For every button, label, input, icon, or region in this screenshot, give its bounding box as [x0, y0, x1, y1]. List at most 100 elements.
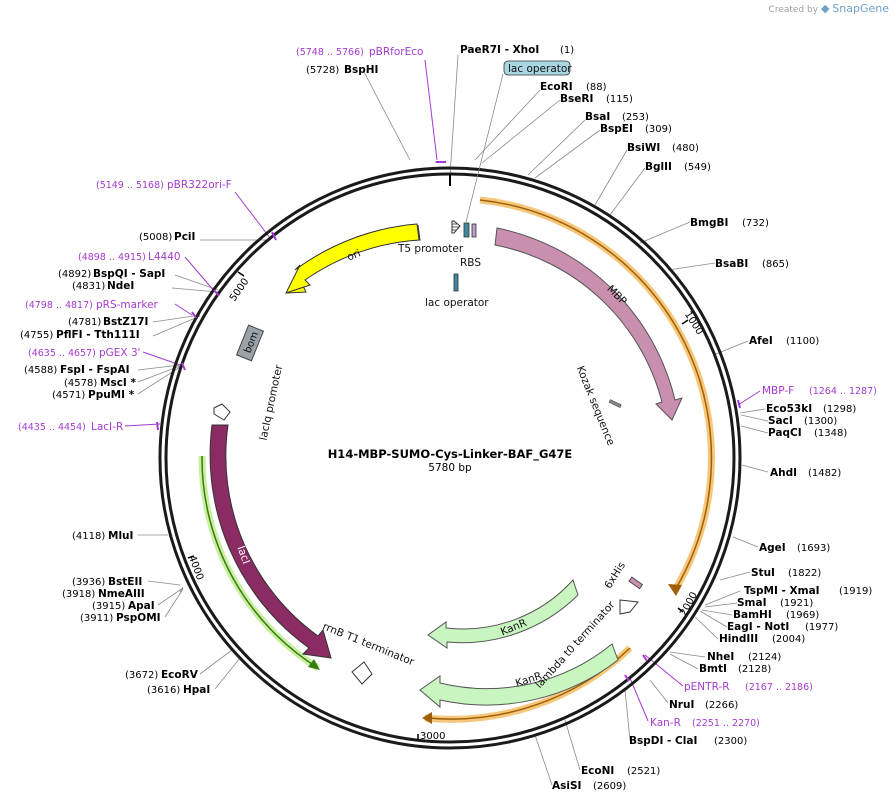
leader-lines [137, 54, 769, 786]
site-bmtI[interactable]: BmtI (2128) [699, 663, 771, 675]
svg-text:(1482): (1482) [808, 468, 841, 479]
site-sacI[interactable]: SacI(1300) [768, 415, 837, 427]
svg-text:EcoRV: EcoRV [161, 669, 199, 681]
site-bmgBI[interactable]: BmgBI(732) [690, 217, 769, 229]
site-pflFI[interactable]: (4755)PflFI - Tth111I [20, 329, 140, 341]
primers: (5748 .. 5766)pBRforEco (5149 .. 5168)pB… [18, 46, 877, 729]
site-apaI[interactable]: (3915)ApaI [92, 600, 155, 612]
svg-text:PflFI - Tth111I: PflFI - Tth111I [56, 329, 140, 341]
svg-text:(1693): (1693) [797, 543, 830, 554]
svg-text:(4118): (4118) [72, 531, 105, 542]
site-bsaBI[interactable]: BsaBI(865) [715, 258, 789, 270]
feature-kozak [608, 399, 622, 408]
site-bglII[interactable]: BglII(549) [645, 161, 711, 173]
svg-text:EcoNI: EcoNI [581, 765, 614, 777]
svg-text:HpaI: HpaI [183, 684, 210, 696]
primer-pbrforeco[interactable]: (5748 .. 5766)pBRforEco [296, 46, 423, 58]
site-bspEI[interactable]: BspEI(309) [600, 123, 672, 135]
svg-text:(4892): (4892) [58, 269, 91, 280]
site-ageI[interactable]: AgeI(1693) [759, 542, 830, 554]
orf-orange-arrowhead [422, 712, 432, 724]
svg-text:PspOMI: PspOMI [116, 612, 161, 624]
svg-text:(1348): (1348) [814, 428, 847, 439]
primer-pentr-r[interactable]: pENTR-R(2167 .. 2186) [684, 681, 813, 693]
svg-text:(309): (309) [645, 124, 672, 135]
site-ppuMI[interactable]: (4571)PpuMI * [52, 389, 135, 401]
site-xmaI[interactable]: TspMI - XmaI(1919) [744, 585, 872, 597]
site-ecoRI[interactable]: EcoRI(88) [540, 81, 607, 93]
primer-mbp-f[interactable]: MBP-F(1264 .. 1287) [762, 385, 877, 397]
site-bsiWI[interactable]: BsiWI(480) [627, 142, 699, 154]
site-fspI[interactable]: (4588)FspI - FspAI [24, 364, 130, 376]
site-ecoNI[interactable]: EcoNI(2521) [581, 765, 660, 777]
svg-text:(732): (732) [742, 218, 769, 229]
site-smaI[interactable]: SmaI (1921) [737, 597, 813, 609]
sites-right: PaeR7I - XhoI (1) EcoRI(88) BseRI(115) Bs… [460, 44, 872, 792]
site-bspHI[interactable]: (5728)BspHI [306, 64, 378, 76]
svg-text:SacI: SacI [768, 415, 793, 427]
site-ndeI[interactable]: (4831)NdeI [72, 280, 134, 292]
svg-text:(4571): (4571) [52, 390, 85, 401]
svg-text:(4898 .. 4915): (4898 .. 4915) [78, 252, 146, 263]
primer-l4440[interactable]: (4898 .. 4915)L4440 [78, 251, 181, 263]
site-bspQI[interactable]: (4892)BspQI - SapI [58, 268, 165, 280]
site-mscI[interactable]: (4578)MscI * [64, 377, 136, 389]
site-hindIII[interactable]: HindIII(2004) [719, 633, 805, 645]
site-afeI[interactable]: AfeI(1100) [749, 335, 819, 347]
svg-text:BglII: BglII [645, 161, 672, 173]
site-mluI[interactable]: (4118)MluI [72, 530, 133, 542]
site-paqCI[interactable]: PaqCI(1348) [768, 427, 847, 439]
svg-text:BsiWI: BsiWI [627, 142, 660, 154]
site-stuI[interactable]: StuI(1822) [751, 567, 821, 579]
feature-rbs-label: RBS [460, 257, 481, 269]
svg-text:SmaI: SmaI [737, 597, 767, 609]
svg-text:Eco53kI: Eco53kI [766, 403, 812, 415]
svg-text:(5008): (5008) [139, 232, 172, 243]
primer-kan-r[interactable]: Kan-R(2251 .. 2270) [650, 717, 760, 729]
site-claI[interactable]: BspDI - ClaI(2300) [629, 735, 747, 747]
primer-pbr322ori-f[interactable]: (5149 .. 5168)pBR322ori-F [96, 179, 232, 191]
svg-text:(2300): (2300) [714, 736, 747, 747]
site-hpaI[interactable]: (3616)HpaI [147, 684, 210, 696]
site-ahdI[interactable]: AhdI(1482) [770, 467, 841, 479]
site-bstZ17I[interactable]: (4781)BstZ17I [68, 316, 148, 328]
site-pciI[interactable]: (5008)PciI [139, 231, 195, 243]
site-asiSI[interactable]: AsiSI(2609) [552, 780, 626, 792]
site-xhoI[interactable]: PaeR7I - XhoI (1) [460, 44, 574, 56]
site-bseRI[interactable]: BseRI(115) [560, 93, 633, 105]
svg-text:MBP-F: MBP-F [762, 385, 794, 397]
svg-text:NdeI: NdeI [107, 280, 134, 292]
primer-pgex3[interactable]: (4635 .. 4657)pGEX 3' [28, 347, 141, 359]
site-nmeAIII[interactable]: (3918)NmeAIII [62, 588, 145, 600]
svg-text:MscI *: MscI * [100, 377, 136, 389]
svg-text:(88): (88) [586, 82, 607, 93]
site-bsaI[interactable]: BsaI(253) [585, 111, 649, 123]
svg-text:(2167 .. 2186): (2167 .. 2186) [745, 682, 813, 693]
snapgene-name: SnapGene [832, 2, 889, 15]
primer-prs-marker[interactable]: (4798 .. 4817)pRS-marker [25, 299, 159, 311]
feature-lac-operator-inner [453, 273, 459, 292]
svg-text:(1921): (1921) [780, 598, 813, 609]
svg-text:Kan-R: Kan-R [650, 717, 681, 729]
site-ecoRV[interactable]: (3672)EcoRV [125, 669, 199, 681]
svg-text:PaeR7I - XhoI: PaeR7I - XhoI [460, 44, 539, 56]
svg-text:(1): (1) [560, 45, 574, 56]
svg-text:BsaBI: BsaBI [715, 258, 748, 270]
site-notI[interactable]: EagI - NotI(1977) [727, 621, 838, 633]
site-bamHI[interactable]: BamHI(1969) [733, 609, 819, 621]
site-nheI[interactable]: NheI(2124) [707, 651, 781, 663]
svg-text:NmeAIII: NmeAIII [98, 588, 145, 600]
feature-kanr-2 [419, 643, 619, 709]
svg-text:(5149 .. 5168): (5149 .. 5168) [96, 180, 164, 191]
svg-text:(4578): (4578) [64, 378, 97, 389]
svg-text:(115): (115) [606, 94, 633, 105]
svg-text:(4755): (4755) [20, 330, 53, 341]
svg-text:(1919): (1919) [839, 586, 872, 597]
site-pspOMI[interactable]: (3911)PspOMI [80, 612, 161, 624]
site-nruI[interactable]: NruI(2266) [669, 699, 738, 711]
svg-text:BmtI: BmtI [699, 663, 727, 675]
site-bstEII[interactable]: (3936)BstEII [72, 576, 142, 588]
svg-text:(2128): (2128) [738, 664, 771, 675]
primer-laci-r[interactable]: (4435 .. 4454)LacI-R [18, 421, 123, 433]
site-eco53kI[interactable]: Eco53kI(1298) [766, 403, 856, 415]
